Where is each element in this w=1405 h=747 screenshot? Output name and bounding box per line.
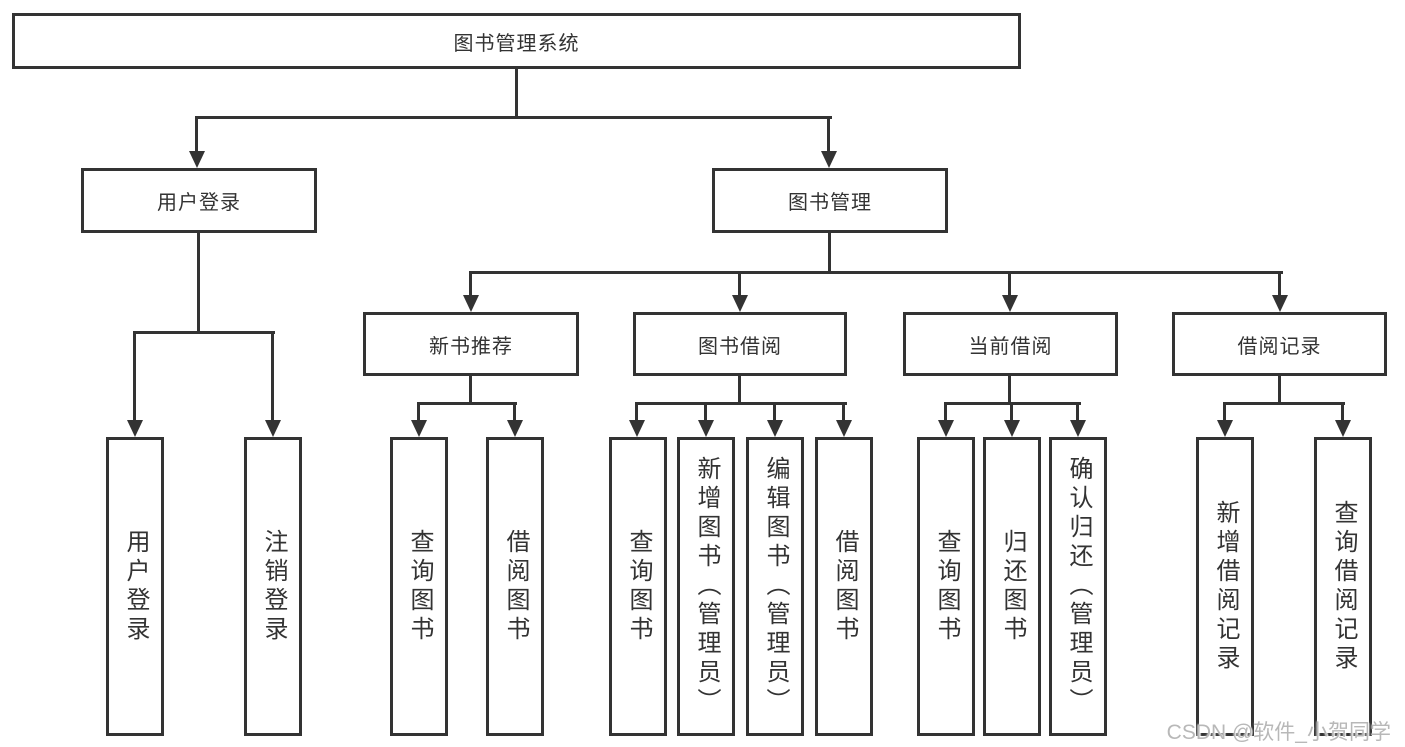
arrowhead-icon [1070,420,1086,437]
node-new-book-recommend-label: 新书推荐 [429,335,513,358]
leaf-return-books-label: 归还图书 [999,528,1026,645]
node-borrow-records: 借阅记录 [1172,312,1387,376]
connector-current-stem [1008,376,1011,405]
leaf-borrow-books-2: 借阅图书 [815,437,873,736]
arrowhead-icon [767,420,783,437]
arrowhead-icon [1272,295,1288,312]
connector-borrow-rail [635,402,847,405]
arrowhead-icon [1335,420,1351,437]
leaf-borrow-books-2-label: 借阅图书 [831,528,858,645]
arrowhead-icon [411,420,427,437]
arrowhead-icon [629,420,645,437]
leaf-confirm-return-admin: 确认归还（管理员） [1049,437,1107,736]
connector-newbook-drop-1 [417,402,420,420]
node-book-borrow: 图书借阅 [633,312,847,376]
connector-root-stem [515,67,518,119]
arrowhead-icon [836,420,852,437]
connector-bookmgmt-drop-2 [738,271,741,295]
node-current-borrow: 当前借阅 [903,312,1118,376]
connector-bookmgmt-drop-3 [1008,271,1011,295]
connector-root-drop-right [827,116,830,153]
node-book-management-group-label: 图书管理 [788,192,872,214]
node-book-borrow-label: 图书借阅 [698,335,782,358]
connector-records-drop-1 [1223,402,1226,420]
connector-borrow-drop-3 [773,402,776,420]
connector-userlogin-drop-2 [271,331,274,420]
leaf-borrow-books-1: 借阅图书 [486,437,544,736]
connector-userlogin-rail [133,331,275,334]
connector-root-rail [196,116,832,119]
arrowhead-icon [1217,420,1233,437]
node-new-book-recommend: 新书推荐 [363,312,579,376]
leaf-query-books-3: 查询图书 [917,437,975,736]
connector-records-stem [1278,376,1281,405]
arrowhead-icon [732,295,748,312]
arrowhead-icon [265,420,281,437]
connector-borrow-drop-1 [635,402,638,420]
arrowhead-icon [1002,295,1018,312]
arrowhead-icon [821,151,837,168]
node-book-management-group: 图书管理 [712,168,948,233]
connector-root-drop-left [195,116,198,153]
leaf-user-login-label: 用户登录 [122,528,149,645]
node-borrow-records-label: 借阅记录 [1237,335,1322,358]
connector-borrow-drop-2 [704,402,707,420]
connector-newbook-drop-2 [513,402,516,420]
leaf-borrow-books-1-label: 借阅图书 [502,528,529,645]
leaf-query-borrow-record-label: 查询借阅记录 [1330,499,1357,674]
node-root: 图书管理系统 [12,13,1021,69]
connector-records-rail [1223,402,1345,405]
arrowhead-icon [698,420,714,437]
leaf-query-borrow-record: 查询借阅记录 [1314,437,1372,736]
leaf-add-book-admin: 新增图书（管理员） [677,437,735,736]
connector-newbook-rail [417,402,517,405]
connector-userlogin-drop-1 [133,331,136,420]
node-user-login-group: 用户登录 [81,168,317,233]
leaf-query-books-3-label: 查询图书 [933,528,960,645]
csdn-watermark: CSDN @软件_小贺同学 [1166,721,1391,744]
connector-current-drop-1 [944,402,947,420]
leaf-user-login: 用户登录 [106,437,164,736]
connector-bookmgmt-rail [470,271,1283,274]
leaf-query-books-1-label: 查询图书 [406,528,433,645]
leaf-add-borrow-record-label: 新增借阅记录 [1212,499,1239,674]
connector-bookmgmt-drop-1 [469,271,472,295]
leaf-query-books-2: 查询图书 [609,437,667,736]
leaf-edit-book-admin: 编辑图书（管理员） [746,437,804,736]
leaf-confirm-return-admin-label: 确认归还（管理员） [1065,456,1092,717]
connector-userlogin-stem [197,233,200,334]
leaf-query-books-2-label: 查询图书 [625,528,652,645]
arrowhead-icon [938,420,954,437]
arrowhead-icon [507,420,523,437]
node-current-borrow-label: 当前借阅 [968,335,1053,358]
connector-current-drop-2 [1010,402,1013,420]
arrowhead-icon [463,295,479,312]
leaf-logout-label: 注销登录 [260,528,287,645]
connector-bookmgmt-drop-4 [1278,271,1281,295]
connector-current-drop-3 [1076,402,1079,420]
arrowhead-icon [189,151,205,168]
leaf-logout: 注销登录 [244,437,302,736]
connector-borrow-drop-4 [842,402,845,420]
connector-newbook-stem [469,376,472,405]
leaf-edit-book-admin-label: 编辑图书（管理员） [762,456,789,717]
connector-records-drop-2 [1341,402,1344,420]
connector-bookmgmt-stem [828,233,831,274]
arrowhead-icon [127,420,143,437]
connector-borrow-stem [738,376,741,405]
node-root-label: 图书管理系统 [453,32,580,55]
leaf-add-borrow-record: 新增借阅记录 [1196,437,1254,736]
leaf-add-book-admin-label: 新增图书（管理员） [693,456,720,717]
leaf-return-books: 归还图书 [983,437,1041,736]
node-user-login-group-label: 用户登录 [157,192,241,214]
leaf-query-books-1: 查询图书 [390,437,448,736]
arrowhead-icon [1004,420,1020,437]
